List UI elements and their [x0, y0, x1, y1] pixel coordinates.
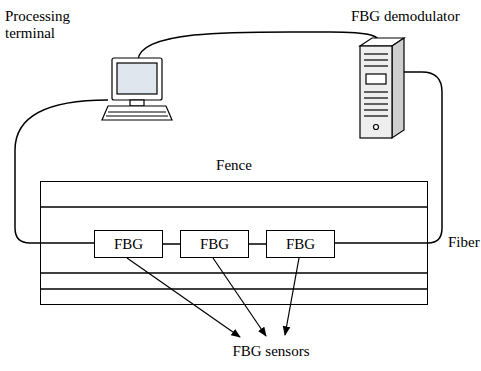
- sensor-label: FBG: [200, 236, 229, 253]
- fbg-box: FBG: [266, 230, 335, 258]
- sensors-label: FBG sensors: [215, 343, 327, 360]
- fiber-label: Fiber: [447, 234, 481, 251]
- fence-title: Fence: [41, 157, 427, 174]
- sensor-label: FBG: [114, 236, 143, 253]
- terminal-label: Processing terminal: [4, 8, 78, 42]
- fence-frame: FenceFBGFBGFBG: [40, 181, 428, 305]
- demodulator-label: FBG demodulator: [350, 8, 477, 25]
- server-icon: [360, 38, 404, 138]
- fiber-link: [249, 243, 266, 245]
- fbg-box: FBG: [94, 230, 163, 258]
- computer-icon: [102, 58, 172, 120]
- fiber-wire: [15, 32, 442, 243]
- fence-rail: [40, 207, 428, 289]
- fbg-box: FBG: [180, 230, 249, 258]
- sensor-label: FBG: [286, 236, 315, 253]
- leader-arrow: [127, 258, 299, 337]
- fiber-link: [163, 243, 180, 245]
